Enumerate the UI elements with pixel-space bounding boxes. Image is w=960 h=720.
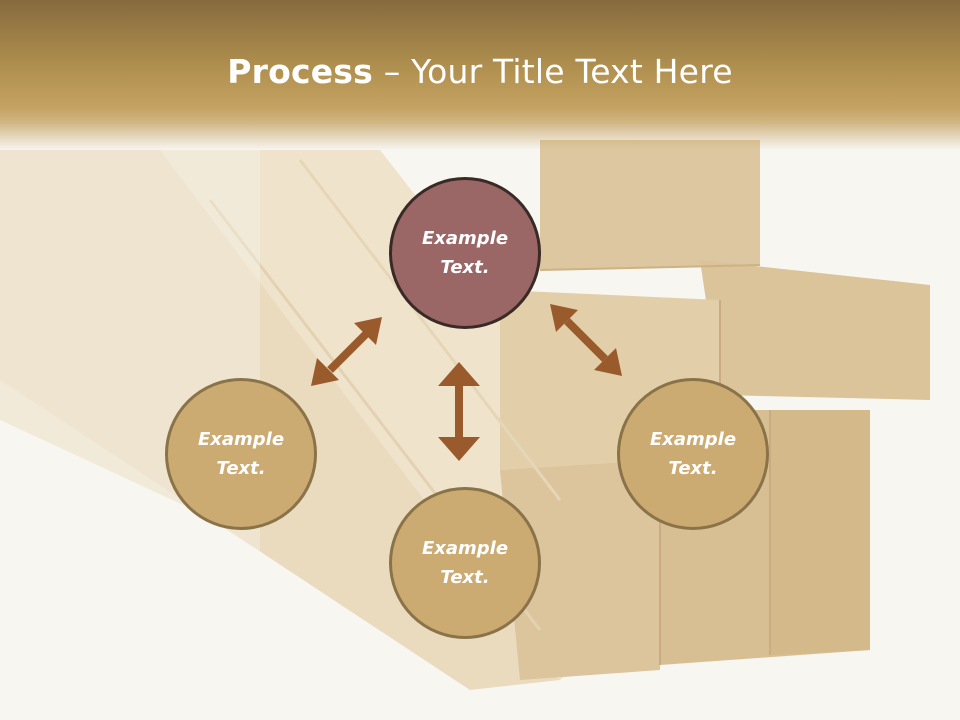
diagram-node-bottom[interactable]: Example Text. — [389, 487, 541, 639]
diagram-node-top[interactable]: Example Text. — [389, 177, 541, 329]
slide-title[interactable]: Process – Your Title Text Here — [0, 52, 960, 91]
title-rest: Your Title Text Here — [411, 52, 733, 91]
node-label: Example Text. — [421, 538, 509, 588]
title-bold-part: Process — [227, 52, 373, 91]
node-label: Example Text. — [197, 429, 285, 479]
title-separator: – — [373, 52, 412, 91]
node-label: Example Text. — [649, 429, 737, 479]
node-label: Example Text. — [421, 228, 509, 278]
title-banner — [0, 0, 960, 150]
diagram-node-right[interactable]: Example Text. — [617, 378, 769, 530]
diagram-node-left[interactable]: Example Text. — [165, 378, 317, 530]
